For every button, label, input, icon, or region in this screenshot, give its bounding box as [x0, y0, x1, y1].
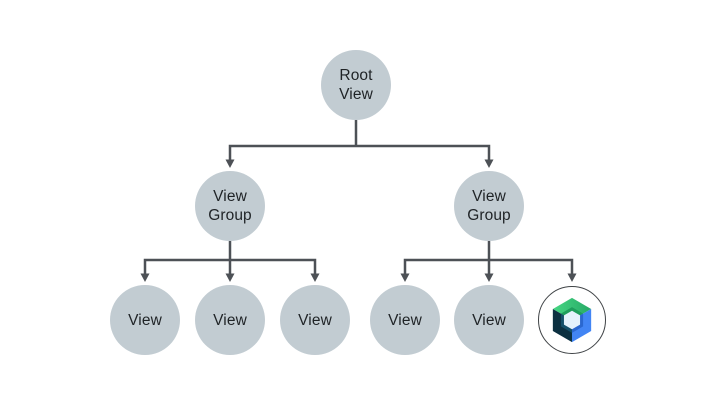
connector-right-rail [403, 258, 574, 274]
node-label: View [298, 311, 332, 329]
node-label: View [388, 311, 422, 329]
node-compose-leaf [538, 286, 606, 354]
jetpack-compose-icon [552, 297, 592, 343]
node-label: View [213, 311, 247, 329]
arrow-down-icon [140, 273, 150, 282]
node-view-group-left: View Group [195, 171, 265, 241]
node-root-view: Root View [321, 50, 391, 120]
node-view-2: View [195, 285, 265, 355]
connector-level1-rail [228, 144, 491, 160]
arrow-down-icon [225, 159, 235, 168]
node-view-3: View [280, 285, 350, 355]
node-view-4: View [370, 285, 440, 355]
arrow-down-icon [310, 273, 320, 282]
arrow-down-icon [484, 273, 494, 282]
connector-left-rail [143, 258, 317, 274]
node-view-group-right: View Group [454, 171, 524, 241]
arrow-down-icon [484, 159, 494, 168]
arrow-down-icon [225, 273, 235, 282]
node-label: View Group [208, 188, 252, 224]
arrow-down-icon [400, 273, 410, 282]
node-label: View [472, 311, 506, 329]
arrow-down-icon [567, 273, 577, 282]
node-label: View Group [467, 188, 511, 224]
node-view-5: View [454, 285, 524, 355]
node-view-1: View [110, 285, 180, 355]
node-label: View [128, 311, 162, 329]
node-label: Root View [339, 67, 373, 103]
